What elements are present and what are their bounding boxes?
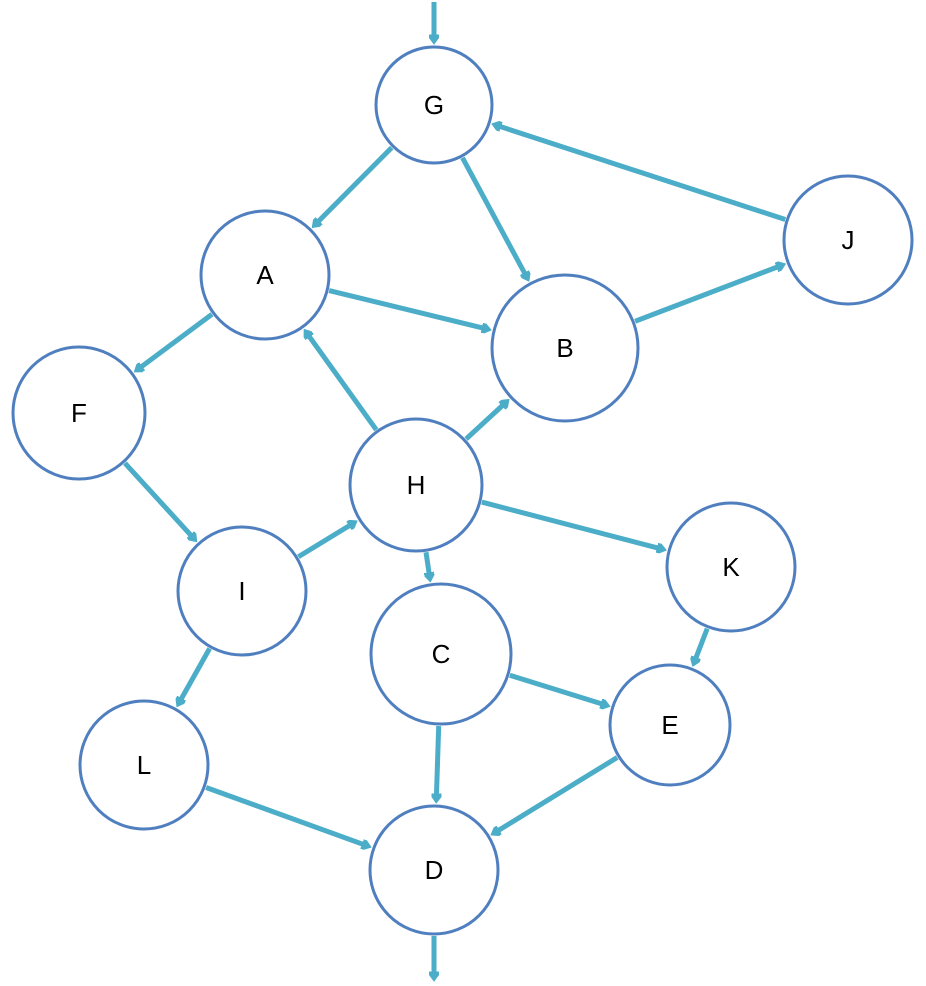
edge-h-to-b [464,402,507,441]
node-b: B [490,273,640,423]
edges [123,2,787,978]
node-circle [369,582,513,726]
node-circle [199,209,331,341]
node-j: J [782,174,914,306]
node-label: J [842,225,855,255]
node-label: H [407,470,426,500]
edge-g-to-b [460,156,528,279]
node-label: I [238,576,245,606]
node-h: H [348,417,484,553]
edge-h-to-k [481,499,664,549]
node-k: K [665,501,797,633]
node-label: K [722,552,740,582]
node-circle [176,525,308,657]
node-a: A [199,209,331,341]
node-circle [665,501,797,633]
edge-k-to-e [694,627,710,664]
edge-b-to-j [634,265,783,324]
node-circle [782,174,914,306]
node-g: G [374,45,494,165]
node-label: G [424,90,444,120]
node-label: A [256,260,274,290]
node-circle [348,417,484,553]
edge-a-to-f [137,312,214,370]
edge-c-to-d [436,725,438,800]
node-label: B [556,333,573,363]
node-label: C [432,639,451,669]
edge-a-to-b [328,288,488,330]
node-f: F [11,345,147,481]
edge-l-to-d [205,785,368,847]
node-label: F [71,398,87,428]
edge-f-to-i [123,461,195,539]
edge-i-to-l [178,647,212,705]
nodes: G A B J F H I C K L E D [11,45,914,936]
edge-c-to-e [509,672,607,705]
node-label: L [137,750,151,780]
node-c: C [369,582,513,726]
edge-i-to-h [297,523,354,559]
edge-h-to-a [306,332,379,432]
node-label: E [661,710,678,740]
node-circle [374,45,494,165]
node-label: D [425,855,444,885]
node-d: D [368,804,500,936]
node-l: L [78,699,210,831]
node-circle [608,663,732,787]
edge-g-to-a [314,145,394,226]
edge-j-to-g [495,125,787,222]
node-circle [11,345,147,481]
edge-h-to-c [423,551,430,579]
node-e: E [608,663,732,787]
node-i: I [176,525,308,657]
node-circle [490,273,640,423]
node-circle [368,804,500,936]
edge-e-to-d [494,755,619,834]
node-circle [78,699,210,831]
